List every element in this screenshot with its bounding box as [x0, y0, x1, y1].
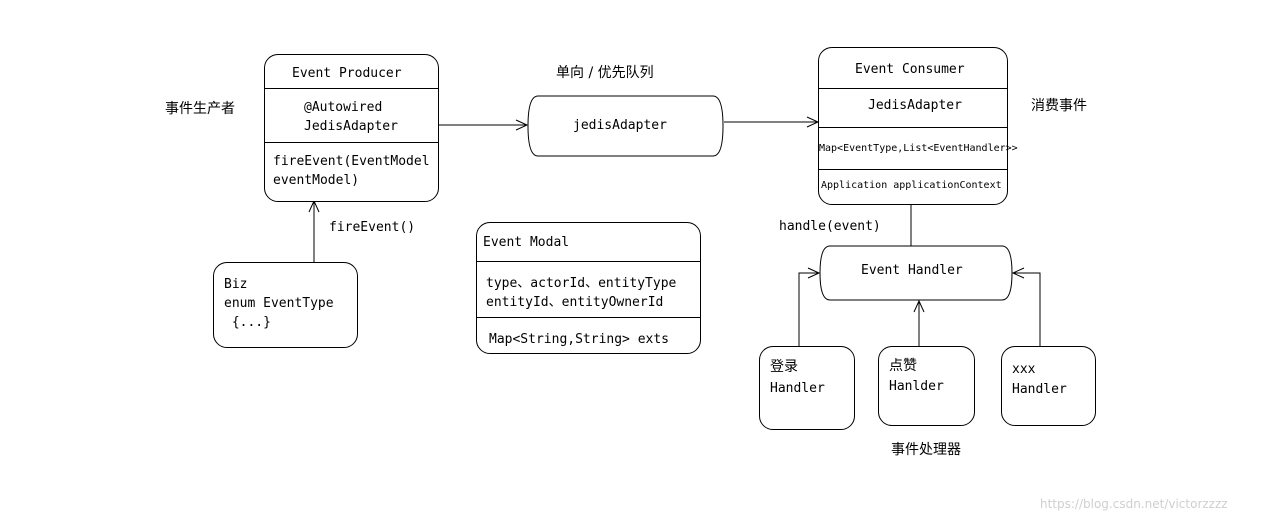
- consumer-title: Event Consumer: [855, 62, 965, 77]
- modal-divider-2: [477, 317, 700, 318]
- consumer-context: Application applicationContext: [821, 180, 1002, 191]
- producer-cn-label: 事件生产者: [165, 101, 235, 117]
- event-modal-box: Event Modal type、actorId、entityType enti…: [476, 222, 701, 354]
- watermark: https://blog.csdn.net/victorzzzz: [1040, 497, 1228, 511]
- handler-box-1: 登录 Handler: [759, 346, 855, 430]
- handler-3-line-1: xxx: [1012, 362, 1036, 377]
- handler-1-line-2: Handler: [770, 381, 825, 396]
- producer-field-2: JedisAdapter: [304, 119, 398, 134]
- handler-2-line-2: Hanlder: [889, 379, 944, 394]
- queue-label: jedisAdapter: [573, 118, 667, 133]
- producer-field-1: @Autowired: [304, 100, 383, 115]
- event-handler-cylinder: [819, 245, 1013, 301]
- biz-box: Biz enum EventType {...}: [213, 262, 358, 348]
- handler-box-2: 点赞 Hanlder: [878, 346, 975, 426]
- handler-3-line-2: Handler: [1012, 382, 1067, 397]
- consumer-divider-2: [819, 127, 1007, 128]
- queue-cn-label: 单向 / 优先队列: [556, 65, 654, 81]
- consumer-divider-1: [819, 88, 1007, 89]
- queue-cylinder: [527, 95, 724, 157]
- handlers-cn-label: 事件处理器: [891, 442, 961, 458]
- modal-exts: Map<String,String> exts: [489, 332, 670, 347]
- event-producer-box: Event Producer @Autowired JedisAdapter f…: [264, 54, 439, 202]
- consumer-field: JedisAdapter: [868, 98, 962, 113]
- consumer-map: Map<EventType,List<EventHandler>>: [819, 143, 1018, 154]
- producer-title: Event Producer: [292, 66, 402, 81]
- modal-title: Event Modal: [483, 235, 570, 250]
- handler1-arrow: [798, 272, 818, 346]
- handle-event-call-label: handle(event): [779, 219, 881, 234]
- modal-fields-2: entityId、entityOwnerId: [486, 295, 664, 310]
- fire-event-call-label: fireEvent(): [329, 220, 416, 235]
- modal-fields-1: type、actorId、entityType: [486, 276, 677, 291]
- producer-divider-2: [265, 142, 438, 143]
- event-consumer-box: Event Consumer JedisAdapter Map<EventTyp…: [818, 47, 1018, 205]
- producer-divider-1: [265, 88, 438, 89]
- biz-line-2: enum EventType: [224, 296, 334, 311]
- handler-2-line-1: 点赞: [889, 358, 917, 374]
- modal-divider-1: [477, 261, 700, 262]
- handler3-arrow: [1013, 272, 1041, 346]
- biz-line-3: {...}: [224, 315, 271, 330]
- consumer-cn-label: 消费事件: [1031, 98, 1087, 114]
- event-handler-label: Event Handler: [861, 263, 963, 278]
- handler-1-line-1: 登录: [770, 359, 798, 375]
- handler-box-3: xxx Handler: [1001, 346, 1096, 426]
- consumer-divider-3: [819, 169, 1007, 170]
- biz-line-1: Biz: [224, 277, 248, 292]
- producer-method-1: fireEvent(EventModel: [273, 154, 430, 169]
- producer-method-2: eventModel): [273, 173, 360, 188]
